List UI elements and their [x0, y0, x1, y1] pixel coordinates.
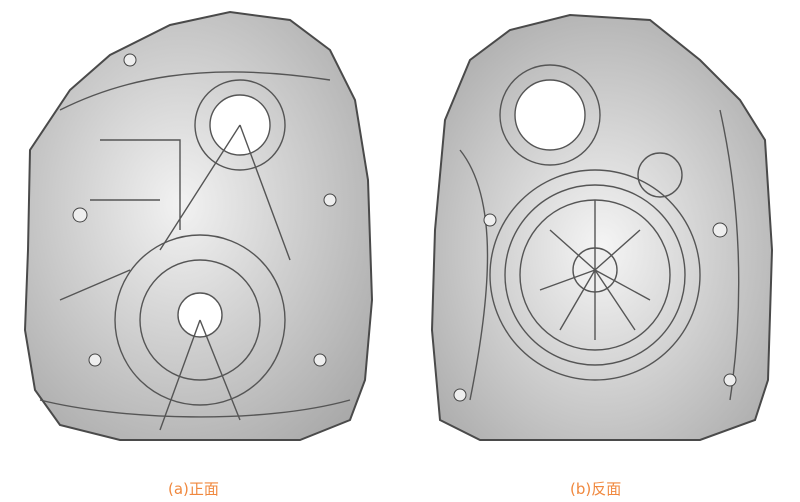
housing-front-view: [23, 10, 374, 441]
caption-back-view: (b)反面: [570, 480, 622, 498]
caption-front-view: (a)正面: [168, 480, 219, 498]
housing-back-view: [430, 13, 774, 441]
